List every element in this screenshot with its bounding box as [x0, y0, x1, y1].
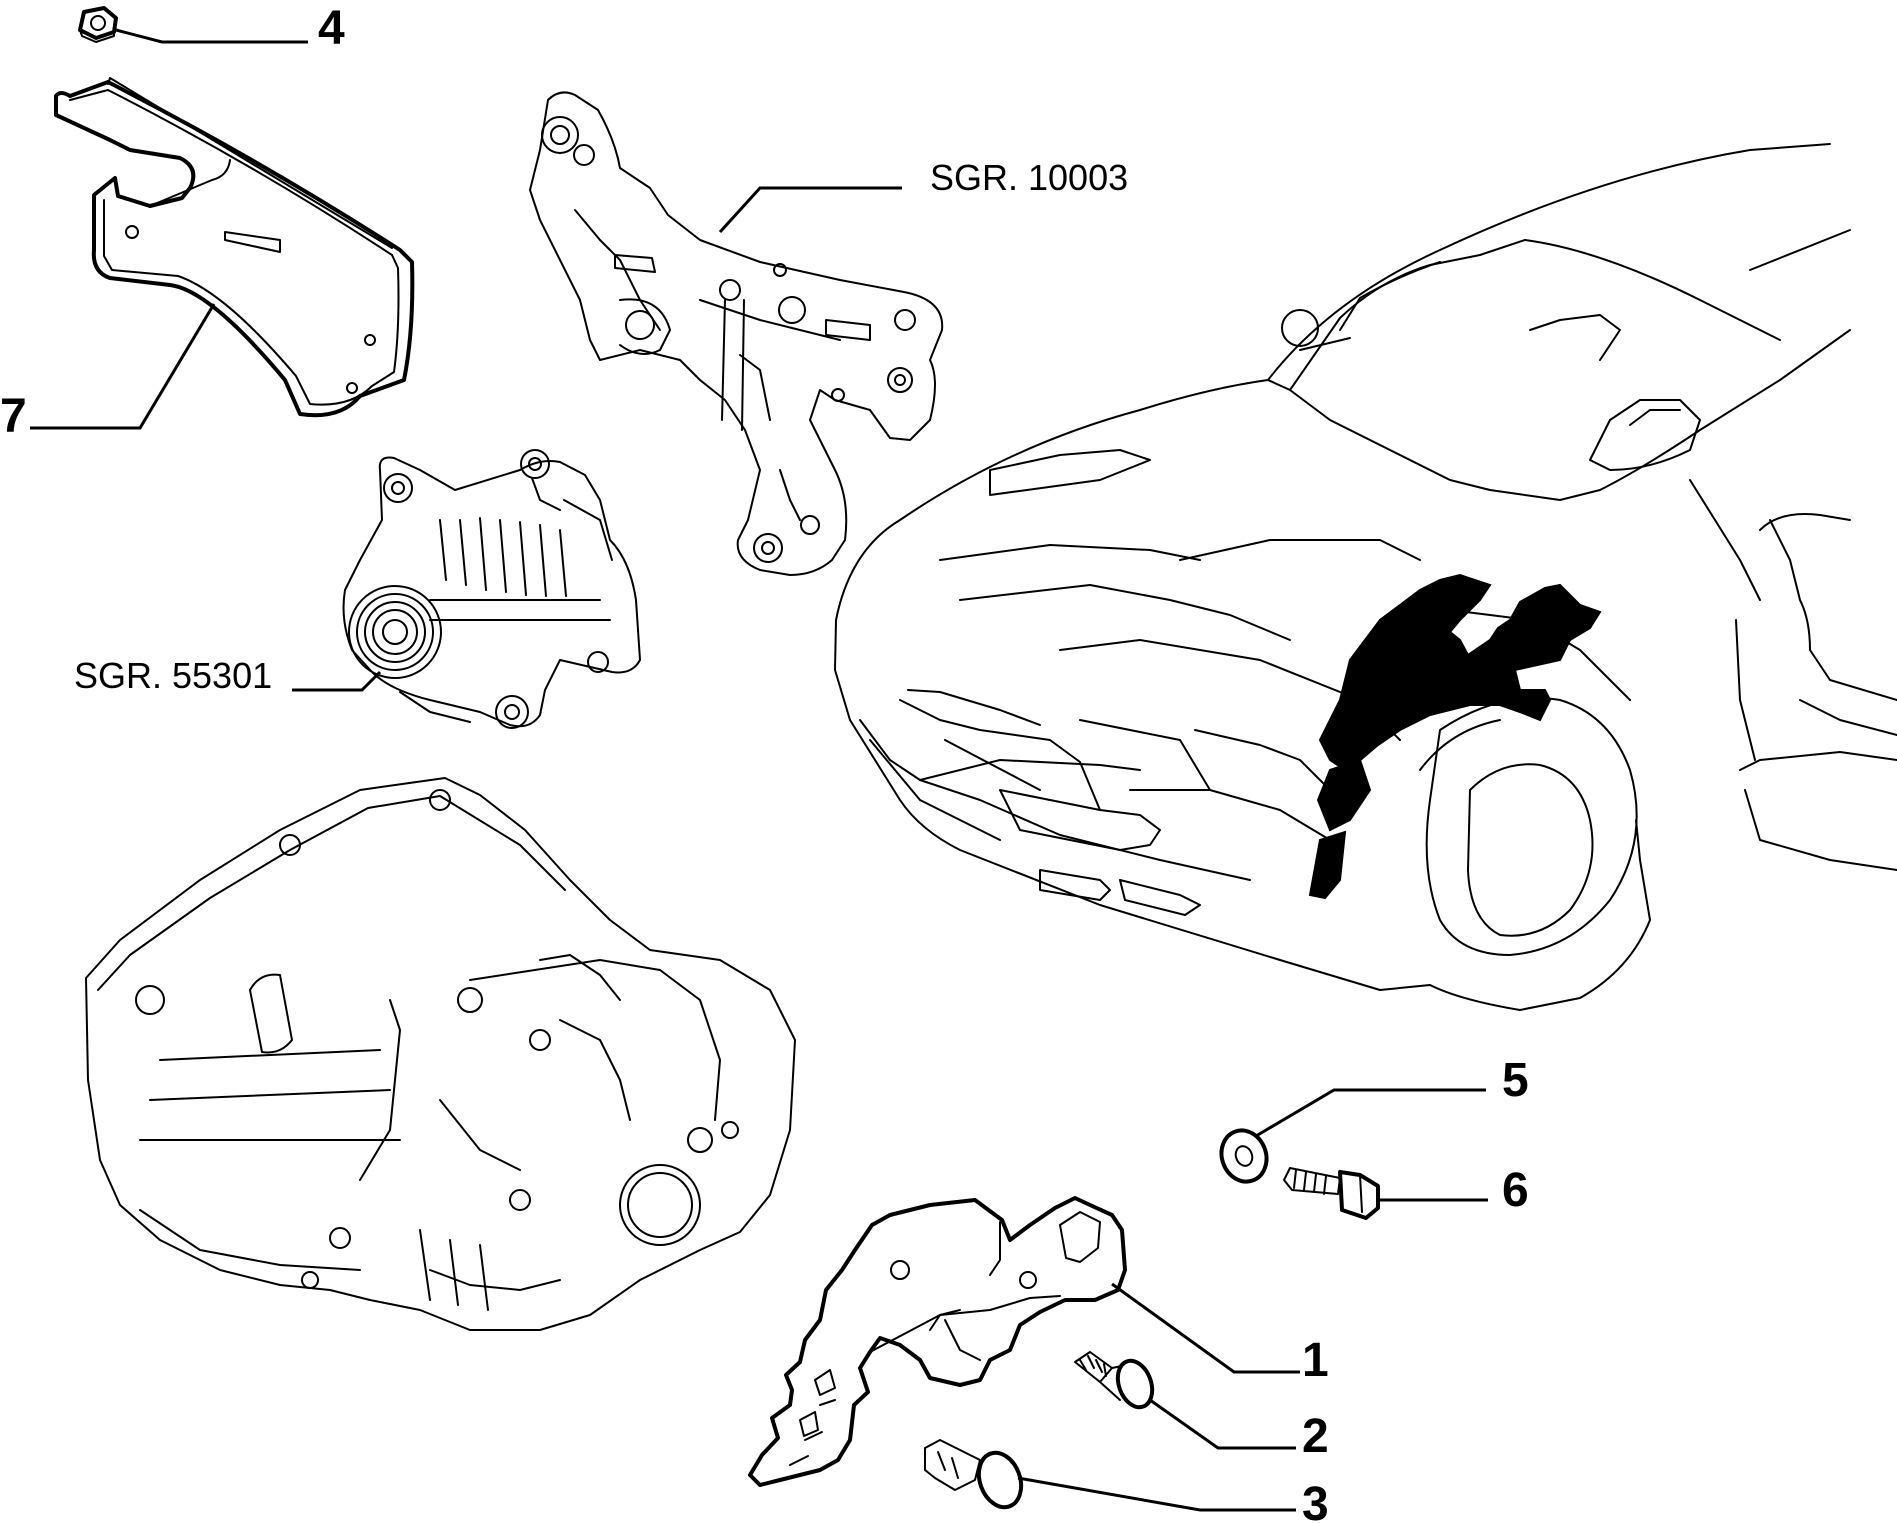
callout-3: 3	[1302, 1478, 1329, 1523]
callout-1: 1	[1302, 1334, 1329, 1387]
alternator	[342, 449, 641, 729]
leader-1	[1111, 1282, 1300, 1374]
leader-3	[1017, 1476, 1296, 1512]
callout-5: 5	[1502, 1054, 1529, 1107]
bracket-part-1	[748, 1196, 1127, 1487]
callout-7: 7	[0, 390, 27, 443]
ref-sgr-10003: SGR. 10003	[930, 157, 1128, 198]
leader-7	[30, 303, 216, 430]
wheel-arch-liner-highlight	[1318, 573, 1602, 772]
callout-4: 4	[318, 2, 345, 55]
rivet-part-3	[924, 1439, 1024, 1510]
leader-5	[1255, 1088, 1486, 1138]
heat-shield-part-7	[54, 77, 415, 418]
leader-2	[1149, 1398, 1296, 1450]
gearbox	[85, 777, 796, 1331]
callout-6: 6	[1502, 1164, 1529, 1217]
leader-sgr-55301	[292, 670, 382, 692]
screw-part-2	[1074, 1351, 1155, 1410]
car-illustration	[834, 143, 1897, 1011]
bolt-part-6	[1283, 1167, 1380, 1220]
engine-bracket	[529, 91, 944, 576]
washer-part-5	[1219, 1128, 1269, 1184]
ref-sgr-55301: SGR. 55301	[74, 655, 272, 696]
leader-sgr-10003	[718, 186, 902, 234]
nut-part-4	[78, 6, 118, 43]
callout-2: 2	[1302, 1410, 1329, 1463]
leader-4	[115, 28, 308, 44]
